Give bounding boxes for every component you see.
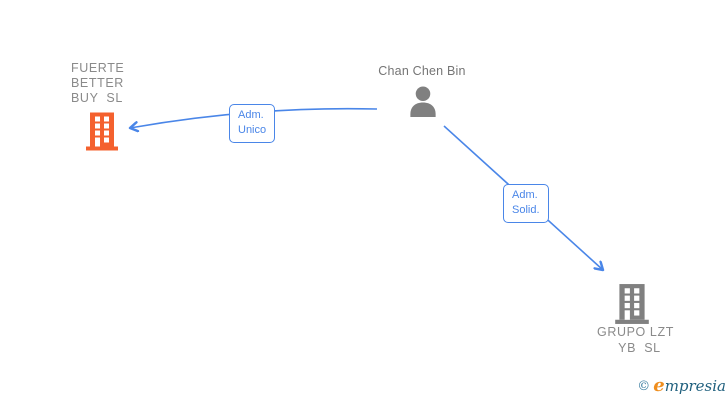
- edge-label-adm-solid[interactable]: Adm. Solid.: [503, 184, 549, 223]
- copyright-icon: ©: [637, 379, 651, 394]
- building-icon[interactable]: [613, 283, 651, 325]
- entity-label-fuerte-better-buy-sl[interactable]: FUERTE BETTER BUY SL: [71, 61, 125, 105]
- brand-text: mpresia: [664, 377, 726, 395]
- person-icon[interactable]: [405, 86, 441, 119]
- empresia-logo[interactable]: ©empresia: [637, 375, 726, 396]
- edge-label-adm-unico[interactable]: Adm. Unico: [229, 104, 276, 143]
- entity-label-grupo-lzt-yb-sl[interactable]: GRUPO LZT YB SL: [597, 325, 674, 355]
- entity-label-chan-chen-bin[interactable]: Chan Chen Bin: [378, 64, 466, 78]
- brand-initial: e: [653, 375, 665, 396]
- building-icon[interactable]: [84, 111, 120, 152]
